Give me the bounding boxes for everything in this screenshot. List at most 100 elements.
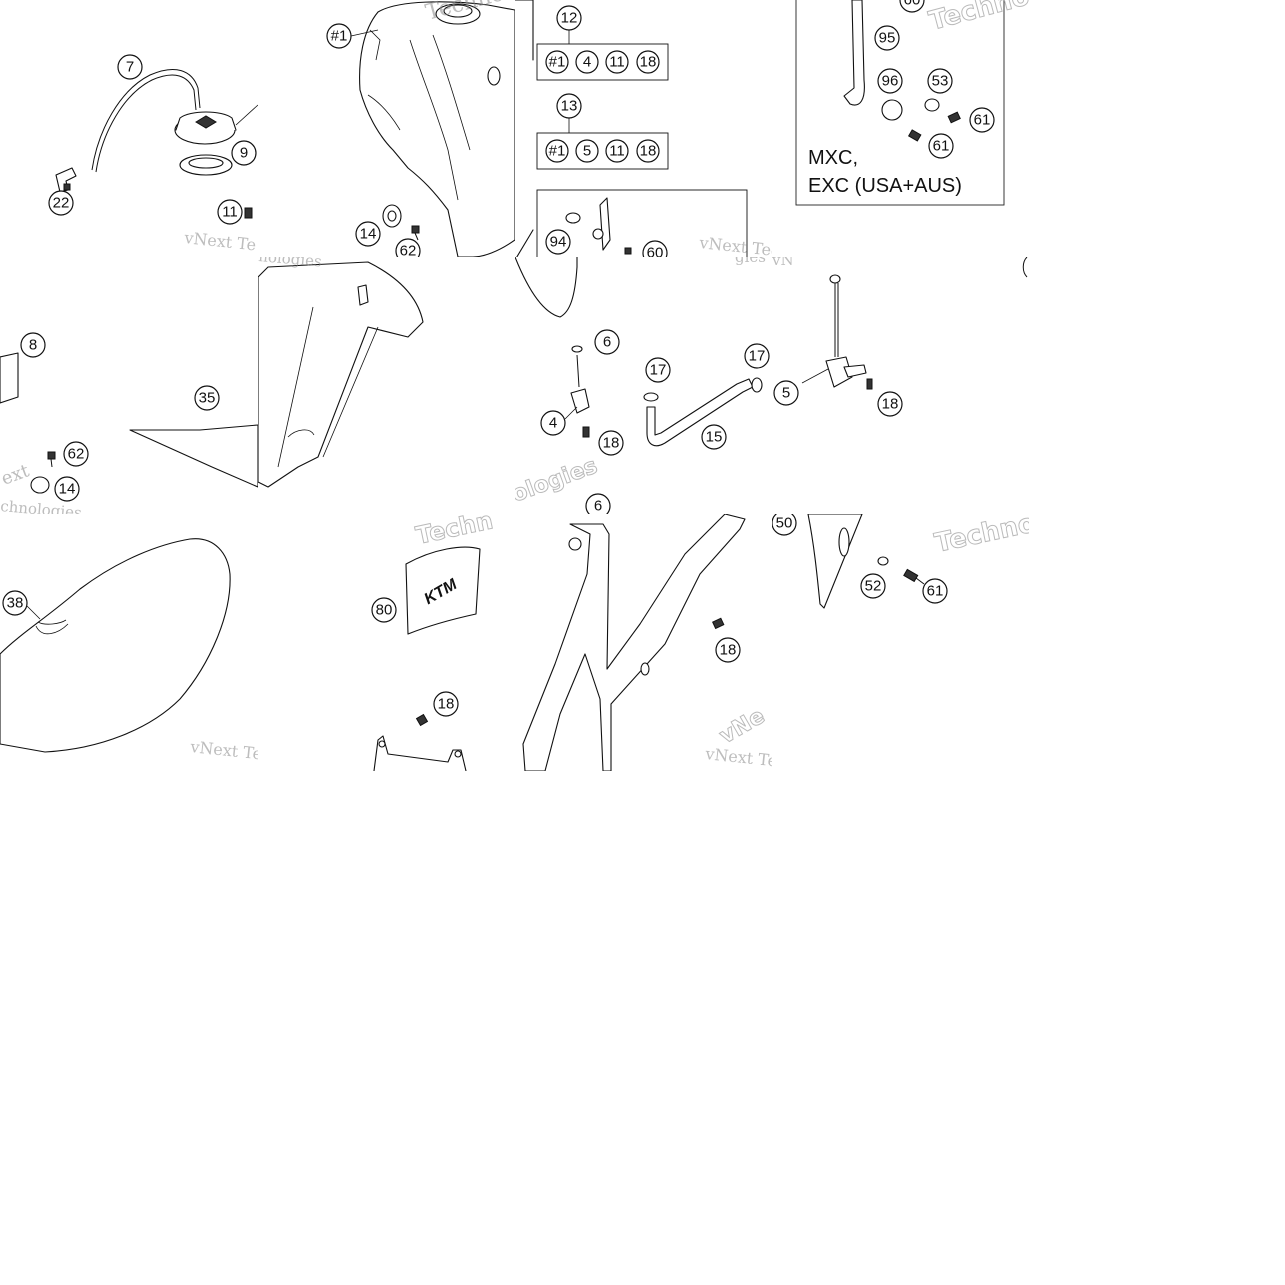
watermark-text: Techno — [926, 0, 1029, 37]
callout-4: 4 — [540, 410, 566, 436]
fuel-tap-icon — [564, 345, 590, 438]
svg-text:18: 18 — [438, 696, 455, 713]
callout-18: 18 — [877, 391, 903, 417]
tile-reference-sets: 12 #1 4 11 18 13 #1 5 11 18 — [515, 0, 772, 257]
callout-60: 60 — [899, 0, 925, 13]
callout-13: 13 — [556, 93, 582, 119]
svg-text:35: 35 — [199, 390, 216, 407]
fuel-cap-icon — [174, 104, 258, 145]
callout-9: 9 — [231, 140, 257, 166]
mount-bracket-icon — [565, 197, 632, 255]
seat-icon — [0, 538, 231, 753]
svg-text:50: 50 — [776, 515, 793, 532]
callout-50: 50 — [772, 514, 797, 536]
svg-text:11: 11 — [609, 54, 625, 71]
callout-94: 94 — [545, 229, 571, 255]
ktm-decal-icon: KTM — [405, 546, 481, 635]
watermark-text: gies — [735, 257, 766, 266]
svg-text:12: 12 — [561, 10, 578, 27]
svg-text:61: 61 — [974, 112, 991, 129]
svg-text:61: 61 — [927, 583, 944, 600]
seal-ring-icon — [179, 154, 233, 176]
fuel-hose-icon — [643, 377, 763, 447]
bolt-icon — [244, 207, 253, 219]
svg-text:60: 60 — [647, 245, 664, 258]
tile-decal: KTM 80 18 Techn — [258, 514, 515, 771]
callout-17: 17 — [645, 357, 671, 383]
callout-ref-1: #1 — [326, 23, 352, 49]
tile-fuel-tap: 6 4 18 17 17 15 ologies 6 gies — [515, 257, 772, 514]
svg-text:#1: #1 — [549, 54, 566, 71]
callout-7: 7 — [117, 54, 143, 80]
callout-14: 14 — [355, 221, 381, 247]
tile-side-mount: 8 35 62 14 ext chnologies — [0, 257, 258, 514]
svg-text:38: 38 — [7, 595, 24, 612]
svg-text:60: 60 — [904, 0, 921, 9]
variant-label-line-1: MXC, — [808, 147, 858, 169]
svg-text:52: 52 — [865, 578, 882, 595]
svg-text:18: 18 — [882, 396, 899, 413]
screw-icon — [411, 225, 420, 241]
svg-text:61: 61 — [933, 138, 950, 155]
svg-text:15: 15 — [706, 429, 723, 446]
ref-set-box — [536, 132, 669, 170]
callout-12: 12 — [556, 5, 582, 31]
svg-text:18: 18 — [640, 143, 657, 160]
callout-80: 80 — [371, 597, 397, 623]
tile-fuel-cap: vNext Te 7 9 22 11 — [0, 0, 258, 257]
watermark-text: Techn — [413, 514, 495, 550]
mount-plate-icon — [807, 514, 863, 609]
rubber-bushing-icon — [30, 476, 50, 494]
callout-95: 95 — [874, 25, 900, 51]
watermark-text: Techno — [932, 514, 1029, 559]
tile-side-panel: 18 vNext Te vNe — [515, 514, 772, 771]
callout-18: 18 — [715, 637, 741, 663]
bolt-icon — [903, 568, 925, 585]
svg-text:96: 96 — [882, 73, 899, 90]
bracket-icon — [373, 735, 467, 771]
callout-6: 6 — [585, 493, 611, 515]
screw-icon — [415, 713, 429, 727]
watermark-text: vNext Te — [189, 737, 258, 764]
tank-bottom-edge — [515, 257, 578, 318]
callout-53: 53 — [927, 68, 953, 94]
svg-text:11: 11 — [609, 143, 625, 160]
callout-52: 52 — [860, 573, 886, 599]
variant-box — [795, 0, 1005, 206]
variant-label-line-2: EXC (USA+AUS) — [808, 175, 962, 197]
svg-text:53: 53 — [932, 73, 949, 90]
svg-text:14: 14 — [360, 226, 377, 243]
svg-text:11: 11 — [222, 204, 238, 221]
washer-icon — [877, 556, 889, 566]
ref-row-2: #1 5 11 18 — [545, 139, 660, 163]
side-panel-edge — [129, 424, 258, 488]
tile-fuel-tap-cable: 5 18 vN — [772, 257, 1029, 514]
svg-text:6: 6 — [603, 334, 611, 351]
mount-detail-box — [536, 189, 748, 257]
callout-38: 38 — [2, 590, 28, 616]
tap-cable-icon — [801, 274, 873, 390]
watermark-text: vN — [772, 257, 794, 269]
svg-text:7: 7 — [126, 59, 134, 76]
screw-icon — [712, 617, 725, 630]
svg-text:#1: #1 — [331, 28, 348, 45]
callout-35: 35 — [194, 385, 220, 411]
tile-mxc-variant: 60 95 96 53 61 61 MXC, EXC (USA+AUS) Tec… — [772, 0, 1029, 257]
fuel-tank-icon — [359, 1, 515, 257]
svg-text:13: 13 — [561, 98, 578, 115]
callout-17: 17 — [744, 343, 770, 369]
ref-row-1: #1 4 11 18 — [545, 50, 660, 74]
tile-side-cover: nologies — [258, 257, 515, 514]
watermark-text: vNext Te — [183, 228, 258, 255]
svg-text:#1: #1 — [549, 143, 566, 160]
rubber-bushing-icon — [382, 204, 402, 228]
watermark-text: ext — [0, 460, 33, 490]
tile-seat: 38 vNext Te — [0, 514, 258, 771]
svg-text:6: 6 — [594, 498, 602, 515]
callout-62: 62 — [395, 238, 421, 257]
svg-text:9: 9 — [240, 145, 248, 162]
svg-text:17: 17 — [650, 362, 667, 379]
bracket-arm-icon — [843, 0, 961, 142]
watermark-text: vNext Te — [704, 744, 772, 771]
